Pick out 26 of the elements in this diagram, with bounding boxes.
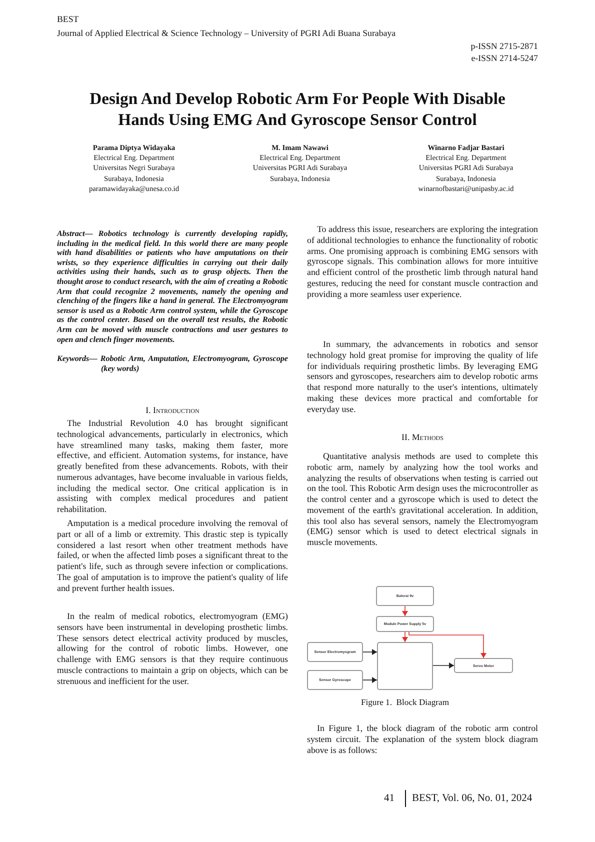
section-heading: II. Methods [400, 432, 444, 442]
journal-name: Journal of Applied Electrical & Science Technology – University of PGRI Adi Buana Surabaya [57, 28, 397, 39]
body-paragraph: To address this issue, researchers are exploring the integration of additional technologies to enhance the functionality of robotic arms. One promising approach is combining EMG sensors with gyroscope signals. This combination allows for more intuitive and efficient control of the prosthetic limb through natural hand gestures, reducing the need for constant muscle contraction and providing a more seamless user experience. [307, 224, 538, 300]
issn-number: e-ISSN 2714-5247 [470, 53, 538, 64]
running-footer: BEST, Vol. 06, No. 01, 2024 [412, 793, 542, 804]
page-number: 41 [384, 793, 396, 804]
arrow [362, 677, 378, 683]
figure-caption: Figure 1. Block Diagram [360, 697, 450, 707]
arrow [432, 662, 454, 668]
body-paragraph: In Figure 1, the block diagram of the robotic arm control system circuit. The explanation of the system block diagram above is as follows: [307, 723, 538, 756]
keywords-paragraph: Keywords— Robotic Arm, Amputation, Electromyogram, Gyroscope (key words) [57, 354, 288, 374]
abstract-paragraph: Abstract— Robotics technology is currently developing rapidly, including in the medical field. In this world there are many people with hand disabilities or patients who have amputations on their wrists, so they experience difficulties in carrying out their daily activities using their hands, such as to grasp objects. Then the thought arose to conduct research, with the aim of creating a Robotic Arm that could recognize 2 movements, namely the opening and clenching of the fingers like a hand in general. The Electromyogram sensor is used as a Robotic Arm control system, while the Gyroscope as the control center. Based on the overall test results, the Robotic Arm can be moved with muscle contractions and user gestures to open and clench finger movements. [57, 229, 288, 344]
block-box [377, 642, 433, 690]
arrow [402, 606, 408, 616]
body-paragraph: In the realm of medical robotics, electromyogram (EMG) sensors have been instrumental in developing prosthetic limbs. These sensors detect electrical activity produced by muscles, allowing for the control of robotic limbs. However, one challenge with EMG sensors is that they require continuous muscle contractions to maintain a grip on objects, which can be strenuous and inefficient for the user. [57, 611, 288, 686]
body-paragraph: The Industrial Revolution 4.0 has brought significant technological advancements, particularly in electronics, which have streamlined many tasks, making them faster, more effective, and efficient. Automation systems, for instance, have greatly benefited from these advancements. Robots, with their numerous advantages, have become invaluable in various fields, including the medical sector. One critical application is in assisting with complex medical procedures and patient rehabilitation. [57, 418, 288, 515]
arrow [408, 632, 486, 658]
body-paragraph: Quantitative analysis methods are used to complete this robotic arm, namely by analyzing how the tool works and analyzing the results of observations when testing is carried out on the tool. This Robotic Arm design uses the microcontroller as the control center and a gyroscope which is used to detect the movement of the earth's gravitational acceleration. In addition, this tool also has several sensors, namely the Electromyogram (EMG) sensor which is used to detect electrical signals in muscle movements. [307, 451, 538, 548]
journal-acronym: BEST [57, 14, 80, 25]
arrow [362, 649, 378, 655]
issn-number: p-ISSN 2715-2871 [470, 41, 538, 52]
arrow [402, 632, 408, 642]
body-paragraph: Amputation is a medical procedure involving the removal of part or all of a limb or extremity. This drastic step is typically considered a last resort when other treatment methods have failed, or when the affected limb poses a significant threat to the patient's life, such as through severe infection or complications. The goal of amputation is to improve the patient's quality of life and prevent further health issues. [57, 518, 288, 594]
section-heading: I. Introduction [144, 405, 200, 415]
body-paragraph: In summary, the advancements in robotics and sensor technology hold great promise for improving the quality of life for individuals requiring prosthetic limbs. By leveraging EMG sensors and gyroscopes, researchers aim to develop robotic arms that respond more naturally to the user's intentions, ultimately making these devices more practical and comfortable for everyday use. [307, 339, 538, 414]
paper-title: Design And Develop Robotic Arm For People With Disable Hands Using EMG And Gyroscope Sensor Control [88, 88, 506, 130]
